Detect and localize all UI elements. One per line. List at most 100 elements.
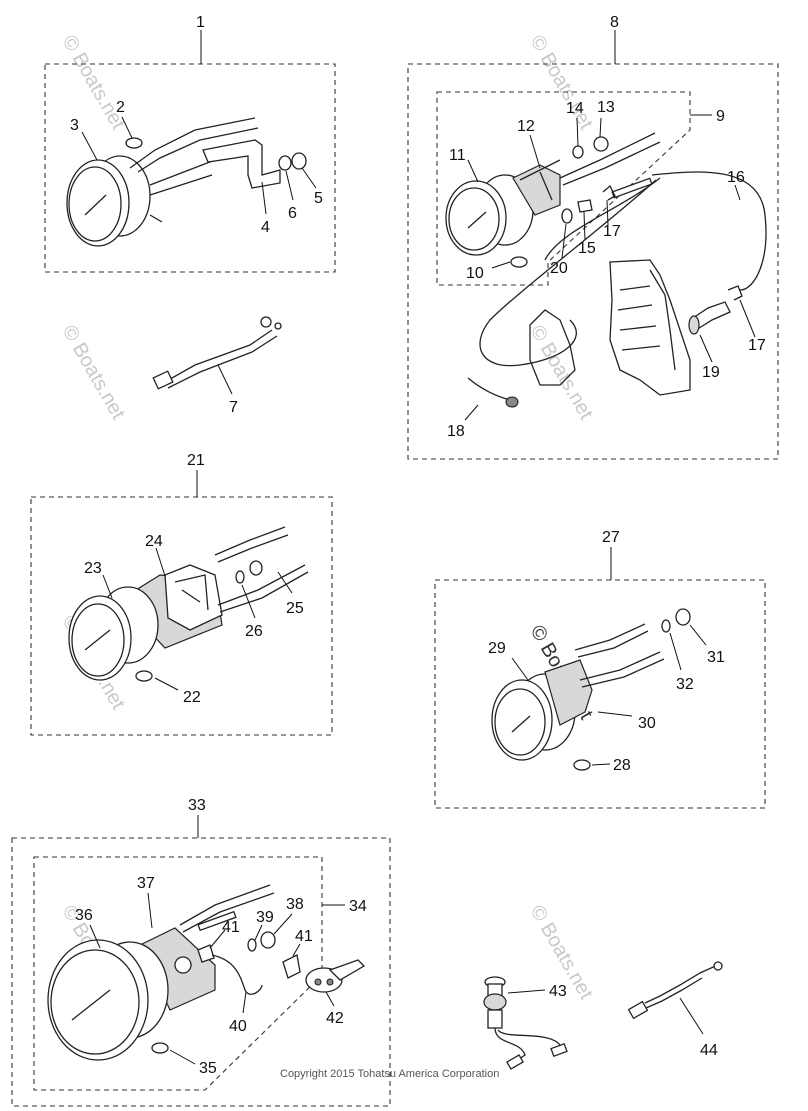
callout-8: 8 [610, 14, 619, 31]
callout-21: 21 [187, 452, 205, 469]
kit-box-27 [434, 579, 766, 809]
nut-13 [593, 136, 609, 152]
callout-3: 3 [70, 117, 79, 134]
callout-15: 15 [578, 240, 596, 257]
kit-box-33 [11, 837, 391, 1107]
fitting-19 [688, 301, 731, 335]
nut-25 [249, 560, 263, 576]
switch-41b [282, 954, 301, 979]
gauge-23 [68, 564, 223, 681]
watermark-3: © Boats.net [58, 322, 130, 424]
nut-5 [291, 152, 307, 170]
callout-16: 16 [727, 169, 745, 186]
callout-29: 29 [488, 640, 506, 657]
callout-19: 19 [702, 364, 720, 381]
callout-43: 43 [549, 983, 567, 1000]
kit-box-21 [30, 496, 333, 736]
watermark-1: © Boats.net [58, 32, 130, 134]
callout-4: 4 [261, 219, 270, 236]
callout-35: 35 [199, 1060, 217, 1077]
callout-9: 9 [716, 108, 725, 125]
harness-44: 44 [627, 961, 723, 1059]
gauge-11 [445, 159, 561, 256]
washer-26 [235, 570, 245, 584]
gauge-36 [47, 927, 216, 1061]
washer-39 [247, 938, 257, 952]
callout-1: 1 [196, 14, 205, 31]
sender-18 [505, 396, 519, 408]
gauge-3 [66, 117, 259, 247]
watermark-2: © Boats.net [526, 32, 598, 134]
callout-17b: 17 [748, 337, 766, 354]
kit-box-8 [407, 63, 779, 460]
callout-12: 12 [517, 118, 535, 135]
washer-20 [561, 208, 573, 224]
callout-17a: 17 [603, 223, 621, 240]
clip-17a [602, 184, 616, 201]
engine-outline [529, 259, 691, 396]
callout-28: 28 [613, 757, 631, 774]
callout-36: 36 [75, 907, 93, 924]
group-33: 33 34 35 36 37 38 39 40 41 41 42 [11, 797, 391, 1107]
bulb-28 [573, 759, 591, 771]
watermark-4: © Boats.net [526, 322, 598, 424]
bulb-35 [151, 1042, 169, 1054]
callout-32: 32 [676, 676, 694, 693]
callout-42: 42 [326, 1010, 344, 1027]
callout-26: 26 [245, 623, 263, 640]
kit-box-34 [33, 856, 323, 1091]
nut-31 [675, 608, 691, 626]
callout-40: 40 [229, 1018, 247, 1035]
bulb-2 [125, 137, 143, 149]
copyright-text: Copyright 2015 Tohatsu America Corporati… [280, 1068, 499, 1080]
harness-7: 7 [152, 316, 282, 416]
washer-32 [661, 619, 671, 633]
callout-34: 34 [349, 898, 367, 915]
callout-18: 18 [447, 423, 465, 440]
callout-6: 6 [288, 205, 297, 222]
key-switch-42 [305, 959, 366, 993]
callout-30: 30 [638, 715, 656, 732]
callout-31: 31 [707, 649, 725, 666]
callout-37: 37 [137, 875, 155, 892]
group-21: 21 22 23 24 25 26 [30, 452, 333, 736]
callout-41a: 41 [222, 919, 240, 936]
kit-box-1 [44, 63, 336, 273]
callout-5: 5 [314, 190, 323, 207]
callout-27: 27 [602, 529, 620, 546]
callout-33: 33 [188, 797, 206, 814]
wire-40 [211, 954, 263, 995]
callout-11: 11 [449, 147, 466, 164]
callout-25: 25 [286, 600, 304, 617]
washer-14 [572, 145, 584, 159]
callout-7: 7 [229, 399, 238, 416]
callout-39: 39 [256, 909, 274, 926]
callout-20: 20 [550, 260, 568, 277]
callout-13: 13 [597, 99, 615, 116]
switch-41a [197, 944, 215, 963]
callout-23: 23 [84, 560, 102, 577]
nut-38 [260, 931, 276, 949]
group-1: 1 2 3 4 5 6 [44, 14, 336, 273]
callout-14: 14 [566, 100, 584, 117]
callout-10: 10 [466, 265, 484, 282]
callout-24: 24 [145, 533, 163, 550]
screw-15 [577, 199, 593, 213]
callout-38: 38 [286, 896, 304, 913]
callout-44: 44 [700, 1042, 718, 1059]
bulb-22 [135, 670, 153, 682]
washer-6 [278, 155, 292, 171]
switch-43: 43 [483, 976, 568, 1070]
group-27: 27 28 29 30 31 32 [434, 529, 766, 809]
clip-17b [727, 285, 743, 301]
callout-2: 2 [116, 99, 125, 116]
hose-16 [651, 171, 767, 291]
callout-22: 22 [183, 689, 201, 706]
callout-41b: 41 [295, 928, 313, 945]
kit-box-9 [436, 91, 691, 286]
gauge-29 [491, 659, 593, 761]
bulb-10 [510, 256, 528, 268]
bracket-4 [202, 139, 281, 189]
group-8: 8 9 10 11 12 13 14 15 16 17 17 18 19 20 [407, 14, 779, 460]
